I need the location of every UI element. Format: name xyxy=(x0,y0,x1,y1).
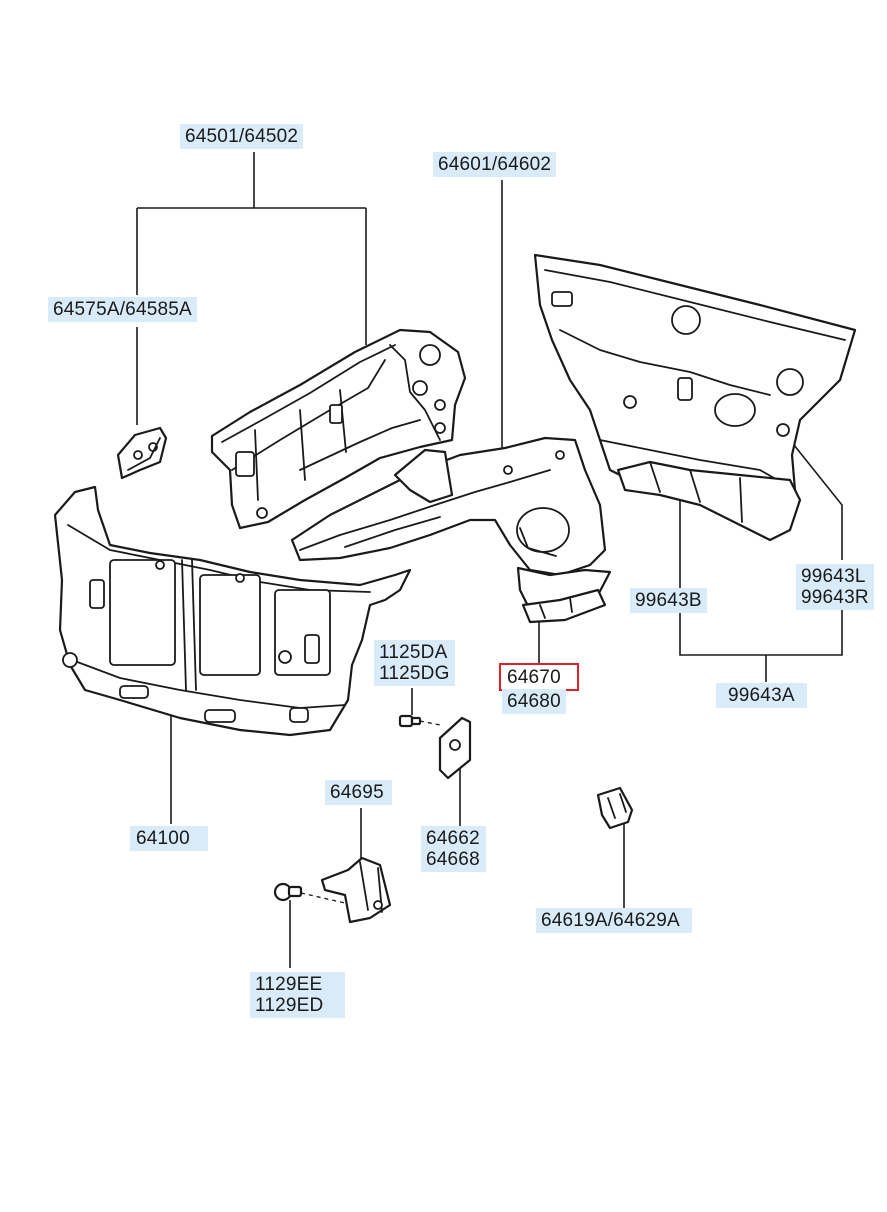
label-1125da: 1125DA xyxy=(379,642,448,663)
bracket-64695 xyxy=(320,856,392,924)
clip-64619a xyxy=(596,786,634,830)
callout-64601-64602[interactable]: 64601/64602 xyxy=(433,152,557,177)
label-99643l: 99643L xyxy=(801,566,866,587)
callout-64100[interactable]: 64100 xyxy=(130,826,208,851)
callout-64670[interactable]: 64670 xyxy=(507,667,561,688)
callout-64575a-64585a[interactable]: 64575A/64585A xyxy=(48,297,197,322)
leader-lines xyxy=(136,152,843,968)
callout-64619a-64629a[interactable]: 64619A/64629A xyxy=(536,908,692,933)
label-64662: 64662 xyxy=(426,828,480,849)
callout-64662-64668[interactable]: 64662 64668 xyxy=(421,826,486,872)
radiator-support-panel xyxy=(53,485,412,737)
label-99643r: 99643R xyxy=(801,587,869,608)
callout-99643b[interactable]: 99643B xyxy=(630,588,707,613)
bolt-1129ee xyxy=(273,882,346,904)
side-member-rail xyxy=(290,436,612,612)
callout-64695[interactable]: 64695 xyxy=(325,780,392,805)
label-1125dg: 1125DG xyxy=(379,663,450,684)
callout-99643l-99643r[interactable]: 99643L 99643R xyxy=(796,564,874,610)
callout-64501-64502[interactable]: 64501/64502 xyxy=(180,124,304,149)
dash-panel xyxy=(533,253,857,542)
label-64668: 64668 xyxy=(426,849,480,870)
label-1129ed: 1129ED xyxy=(255,995,324,1016)
callout-99643a[interactable]: 99643A xyxy=(716,683,807,708)
callout-1125da-1125dg[interactable]: 1125DA 1125DG xyxy=(374,640,455,686)
bracket-64662 xyxy=(438,716,472,780)
small-bracket-64575a xyxy=(116,426,168,480)
label-1129ee: 1129EE xyxy=(255,974,323,995)
bolt-1125da xyxy=(398,714,441,728)
callout-1129ee-1129ed[interactable]: 1129EE 1129ED xyxy=(250,972,346,1018)
fender-apron-panel xyxy=(210,328,467,530)
callout-64680[interactable]: 64680 xyxy=(502,689,566,714)
bracket-64670 xyxy=(521,588,607,624)
